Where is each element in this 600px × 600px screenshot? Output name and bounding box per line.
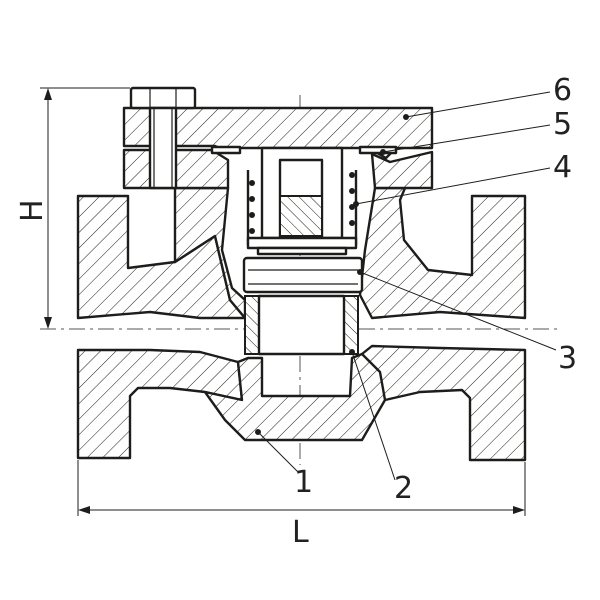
label-part-5: 5: [553, 107, 572, 142]
seat-ring-bore: [257, 294, 346, 356]
gasket: [210, 145, 242, 155]
gasket-right: [358, 145, 398, 155]
leader-line-5: [382, 124, 551, 153]
body-bottom-bowl: [203, 352, 387, 442]
spring-seat-plate-2: [256, 246, 348, 256]
leader-line-2: [351, 351, 396, 481]
label-part-4: 4: [553, 150, 572, 185]
bolt-head: [129, 86, 197, 110]
body-left-flange-lower: [76, 348, 244, 460]
dim-l-arrow-left: [78, 506, 90, 514]
spring: [246, 170, 358, 245]
leader-line-1: [257, 431, 299, 473]
seat-ring-left: [244, 295, 260, 355]
label-part-3: 3: [558, 341, 577, 376]
leader-line-6: [405, 91, 551, 118]
leader-line-3: [359, 271, 557, 351]
bonnet-lower-ring-right: [370, 150, 434, 190]
label-length: L: [292, 515, 309, 550]
stem-guide-insert: [279, 195, 323, 237]
label-height: H: [15, 199, 50, 222]
leader-line-4: [355, 167, 551, 205]
valve-disc: [242, 256, 364, 294]
dim-l-arrow-right: [513, 506, 525, 514]
body-right-flange-lower: [358, 344, 527, 462]
label-part-2: 2: [394, 471, 413, 506]
spring-seat-plate: [246, 236, 358, 250]
dim-h-arrow-bottom: [44, 317, 52, 329]
dim-h-arrow-top: [44, 88, 52, 100]
seat-ring-right: [343, 295, 359, 355]
label-part-6: 6: [553, 73, 572, 108]
label-part-1: 1: [294, 465, 313, 500]
body-right-flange: [358, 186, 527, 320]
